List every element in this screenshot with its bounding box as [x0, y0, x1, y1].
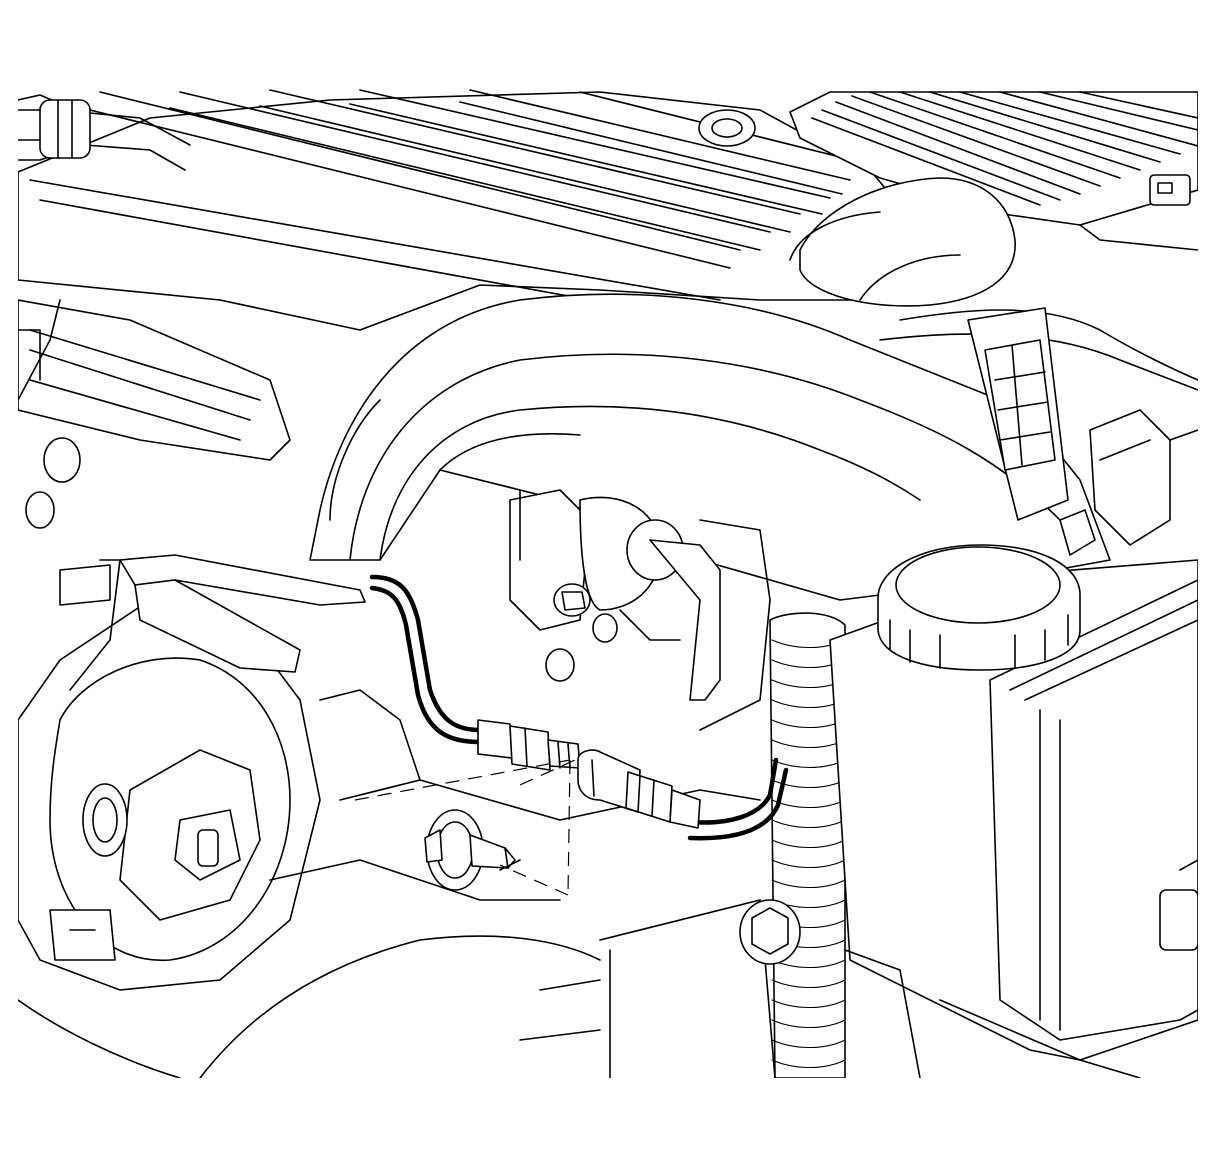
engine-control-module	[789, 91, 1198, 251]
mounting-bolt	[739, 899, 801, 965]
cover-bolt	[698, 109, 756, 147]
harness-connector-left	[477, 719, 581, 771]
knock-sensor	[424, 809, 521, 891]
sensor-bracket-center	[509, 489, 771, 731]
ecm-heat-fins	[811, 91, 1198, 206]
fuel-rail-cover-left	[18, 299, 291, 529]
harness-connector-right	[577, 749, 701, 829]
coolant-hose-upper-left	[18, 94, 191, 171]
exploded-view-guides	[354, 759, 576, 896]
sensor-wiring-harness	[369, 574, 789, 841]
reservoir-cap	[877, 544, 1081, 671]
coolant-reservoir	[829, 559, 1198, 1061]
lower-engine-block	[199, 689, 1141, 1078]
relay-bracket	[967, 307, 1198, 556]
alternator	[18, 599, 321, 1078]
mounting-bracket	[59, 554, 366, 691]
